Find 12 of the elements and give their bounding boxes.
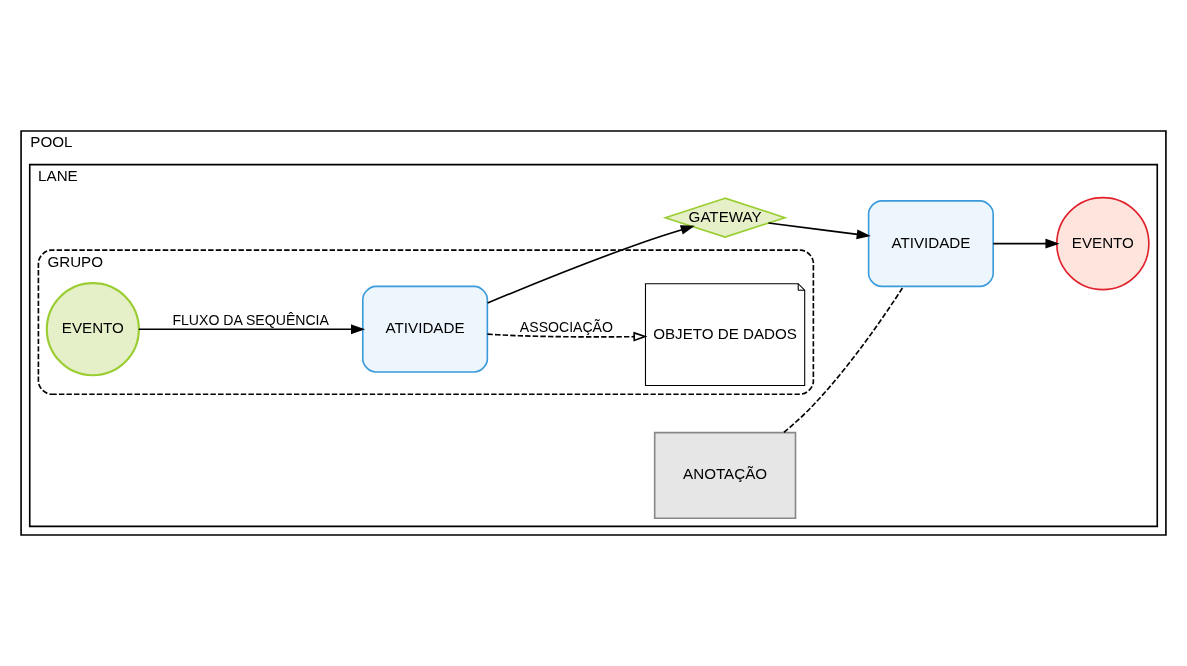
node-circle: EVENTO	[45, 282, 140, 377]
arrow	[486, 331, 648, 342]
edge-label: FLUXO DA SEQUÊNCIA	[172, 312, 329, 329]
arrow	[137, 324, 366, 335]
arrow	[486, 225, 695, 304]
node-box: ATIVIDADE	[362, 285, 489, 373]
arrow	[767, 222, 871, 240]
arrow	[992, 238, 1060, 249]
node-circle: EVENTO	[1056, 196, 1150, 291]
edge-label: ASSOCIAÇÃO	[519, 318, 613, 335]
node-box: ATIVIDADE	[867, 200, 994, 288]
node-box: ANOTAÇÃO	[653, 431, 797, 519]
